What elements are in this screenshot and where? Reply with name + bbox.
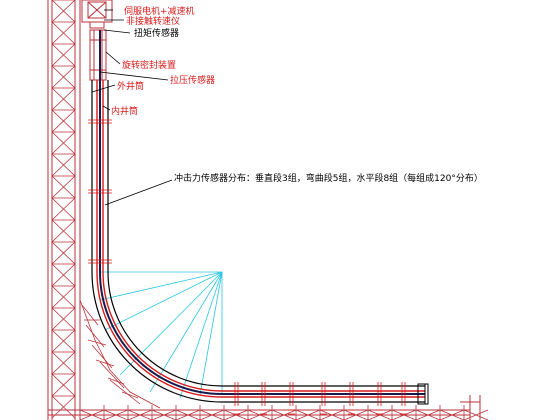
left-wall <box>47 0 81 420</box>
cyan-construction-lines <box>99 271 223 399</box>
outer-wellbore <box>91 80 425 403</box>
floor-cross-hatch <box>79 405 489 420</box>
inner-wellbore-label: 内井筒 <box>111 105 138 117</box>
horizontal-end <box>417 383 429 405</box>
rotary-seal-block <box>89 29 107 81</box>
servo-motor-label: 伺服电机+减速机 <box>124 5 195 17</box>
torque-sensor-label: 扭矩传感器 <box>134 27 179 39</box>
rotary-seal-label: 旋转密封装置 <box>122 59 176 71</box>
outer-wellbore-label: 外井筒 <box>117 80 144 92</box>
servo-motor-box <box>81 0 113 29</box>
drill-string <box>99 30 425 395</box>
leader-lines <box>91 9 173 206</box>
impact-sensor-markers <box>88 119 407 415</box>
inner-wellbore <box>96 80 425 398</box>
speed-meter-label: 非接触转速仪 <box>126 15 180 27</box>
tension-sensor-label: 拉压传感器 <box>170 74 215 86</box>
wall-cross-hatch <box>51 0 76 419</box>
impact-sensor-distribution-label: 冲击力传感器分布：垂直段3组，弯曲段5组，水平段8组（每组成120°分布） <box>174 172 483 184</box>
curve-hatching <box>79 299 161 409</box>
